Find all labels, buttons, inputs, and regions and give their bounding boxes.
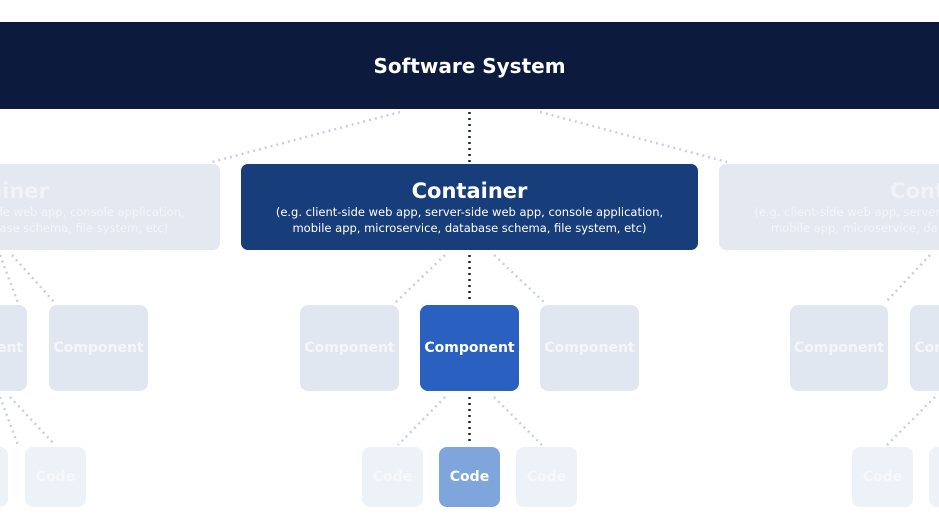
container-description-line-2: mobile app, microservice, database schem… [292, 221, 647, 235]
code-center-2: Code [439, 447, 500, 507]
connector-right-code-a [886, 396, 936, 446]
container-description-line-1: (e.g. client-side web app, server-side w… [275, 205, 664, 219]
component-label: Component [793, 340, 885, 356]
container-description-line-1: (e.g. client-side web app, server-side w… [0, 205, 185, 219]
component-label: Component [914, 340, 939, 356]
container-left: Container (e.g. client-side web app, ser… [0, 164, 220, 250]
code-label: Code [526, 469, 567, 485]
component-label: Component [544, 340, 635, 356]
connector-system-left [211, 110, 401, 164]
code-center-3: Code [516, 447, 577, 507]
component-label: Component [53, 340, 144, 356]
connector-code-left [397, 396, 446, 446]
connector-left-a [0, 254, 20, 304]
component-left-1: Component [0, 305, 27, 391]
component-label: Component [424, 340, 515, 356]
container-center: Container (e.g. client-side web app, ser… [241, 164, 698, 250]
software-system-banner: Software System [0, 22, 939, 109]
code-label: Code [449, 469, 490, 485]
component-center-2: Component [420, 305, 519, 391]
connector-code-right [493, 396, 543, 446]
code-right-2: Code [929, 447, 939, 507]
code-center-1: Code [362, 447, 423, 507]
code-left-2: Code [25, 447, 86, 507]
connector-left-b [11, 254, 56, 304]
code-left-1: Code [0, 447, 8, 507]
connector-center-right [493, 254, 546, 304]
connector-left-code-a [0, 396, 20, 446]
container-right: Container (e.g. client-side web app, ser… [719, 164, 939, 250]
container-description-line-2: mobile app, microservice, database schem… [0, 221, 168, 235]
code-label: Code [35, 469, 76, 485]
component-label: Component [304, 340, 395, 356]
connector-left-code-b [9, 396, 56, 446]
component-right-1: Component [790, 305, 888, 391]
component-left-2: Component [49, 305, 148, 391]
container-description-line-1: (e.g. client-side web app, server-side w… [754, 205, 939, 219]
connector-right-a [884, 254, 931, 304]
container-title: Container [411, 179, 528, 203]
container-title: Container [0, 179, 49, 203]
code-right-1: Code [852, 447, 913, 507]
component-right-2: Component [910, 305, 939, 391]
component-center-1: Component [300, 305, 399, 391]
connector-system-right [539, 110, 728, 164]
container-description-line-2: mobile app, microservice, database schem… [770, 221, 939, 235]
connector-center-left [394, 254, 446, 304]
code-label: Code [862, 469, 903, 485]
component-center-3: Component [540, 305, 639, 391]
container-title: Container [890, 179, 939, 203]
code-label: Code [372, 469, 413, 485]
software-system-title: Software System [373, 53, 566, 78]
component-label: Component [0, 340, 24, 356]
